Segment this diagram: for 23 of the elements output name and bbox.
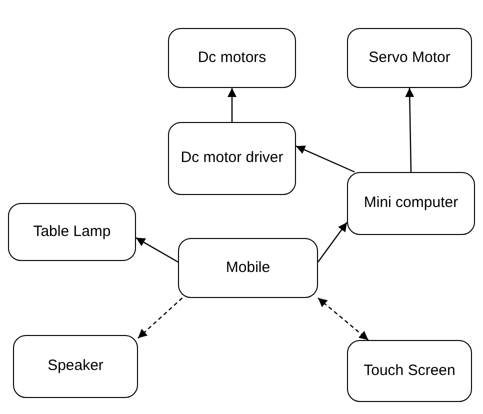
node-label: Dc motors — [198, 48, 266, 68]
node-label: Table Lamp — [33, 222, 111, 242]
arrow — [296, 146, 355, 173]
node-label: Servo Motor — [368, 48, 450, 68]
node-label: Mobile — [226, 258, 270, 278]
node-label: Mini computer — [364, 194, 458, 213]
arrow — [318, 222, 348, 262]
process-box — [13, 335, 138, 398]
process-box — [347, 28, 472, 88]
process-box — [178, 238, 318, 298]
process-box — [8, 203, 136, 261]
node-label: Touch Screen — [364, 362, 456, 380]
process-box — [168, 28, 296, 88]
node-label: Dc motor driver — [180, 149, 284, 168]
arrow — [138, 298, 183, 339]
arrow — [228, 88, 236, 122]
node-label: Speaker — [48, 357, 104, 376]
process-box — [347, 340, 472, 402]
arrow — [136, 237, 178, 263]
arrow — [405, 88, 414, 172]
process-box — [347, 172, 475, 235]
process-box — [168, 122, 296, 195]
arrow — [318, 298, 369, 340]
